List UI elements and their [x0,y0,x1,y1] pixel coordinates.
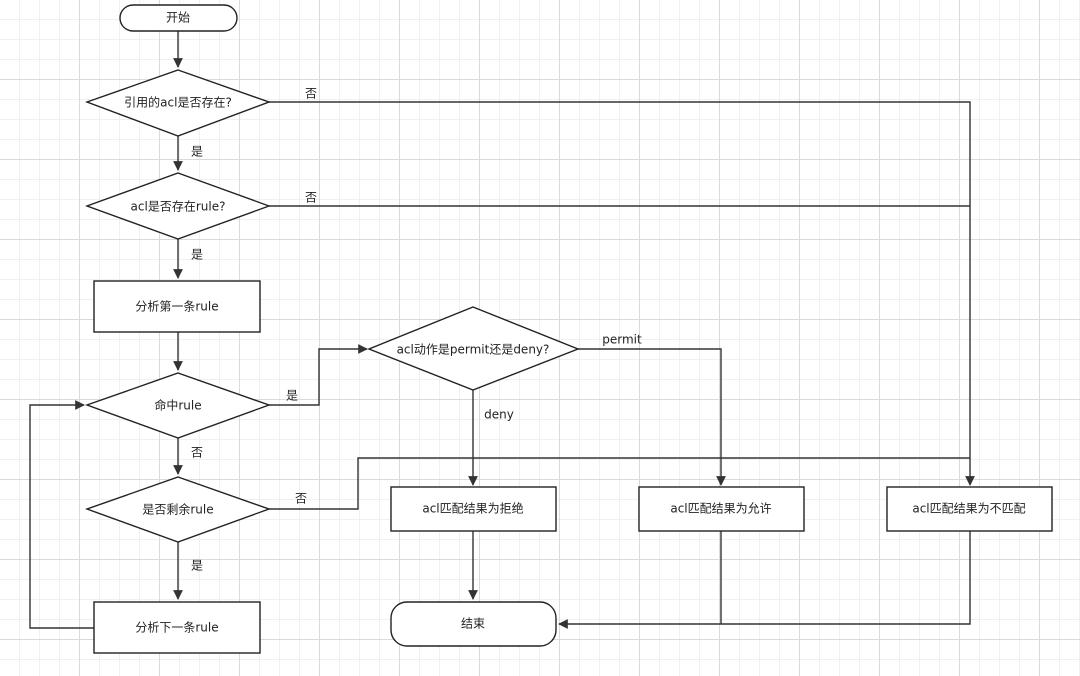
label-action-deny: deny [484,408,514,422]
nodes: 开始 引用的acl是否存在? acl是否存在rule? 分析第一条rule 命中… [84,4,1053,654]
acl-action-decision[interactable]: acl动作是permit还是deny? [367,306,580,391]
match-rule-shape [84,372,272,439]
edge-next-rule-loop [29,400,94,629]
edge-no-match-to-end [558,531,971,629]
label-acl-has-rule-yes: 是 [191,248,203,262]
result-deny-process[interactable]: acl匹配结果为拒绝 [390,486,557,532]
analyze-next-rule-shape [93,601,261,654]
end-node[interactable]: 结束 [390,601,557,647]
start-node[interactable]: 开始 [119,4,238,32]
acl-exists-shape [84,69,272,137]
result-no-match-label: acl匹配结果为不匹配 [912,502,1025,516]
label-acl-exists-yes: 是 [191,145,203,159]
edge-labels: 否 是 否 是 是 permit deny 否 否 是 [191,87,642,573]
edges [29,31,975,629]
edge-remaining-no [269,457,970,510]
rules-remaining-decision[interactable]: 是否剩余rule [84,476,272,543]
result-deny-label: acl匹配结果为拒绝 [422,501,523,516]
acl-has-rule-label: acl是否存在rule? [131,200,226,214]
analyze-first-rule-process[interactable]: 分析第一条rule [93,280,261,333]
match-rule-label: 命中rule [154,398,201,413]
start-shape [119,4,238,32]
analyze-first-rule-label: 分析第一条rule [135,300,218,314]
label-rules-remaining-yes: 是 [191,559,203,573]
label-action-permit: permit [602,333,642,347]
analyze-next-rule-label: 分析下一条rule [135,621,218,635]
acl-has-rule-decision[interactable]: acl是否存在rule? [84,172,272,240]
label-rules-remaining-no: 否 [295,492,307,506]
acl-exists-label: 引用的acl是否存在? [124,95,232,110]
match-rule-decision[interactable]: 命中rule [84,372,272,439]
edge-action-permit [578,348,726,486]
acl-exists-decision[interactable]: 引用的acl是否存在? [84,69,272,137]
label-match-rule-no: 否 [191,446,203,460]
label-acl-exists-no: 否 [305,87,317,101]
end-label: 结束 [461,617,485,631]
result-deny-shape [390,486,557,532]
result-permit-shape [638,486,805,532]
label-match-rule-yes: 是 [286,389,298,403]
edge-match-yes [269,344,368,406]
result-permit-label: acl匹配结果为允许 [670,501,771,516]
start-label: 开始 [166,11,190,25]
acl-has-rule-shape [84,172,272,240]
result-no-match-shape [886,486,1053,532]
analyze-first-rule-shape [93,280,261,333]
rules-remaining-label: 是否剩余rule [142,502,213,517]
acl-action-shape [367,306,580,391]
acl-action-label: acl动作是permit还是deny? [397,343,550,357]
edge-acl-exists-no [269,101,975,486]
result-no-match-process[interactable]: acl匹配结果为不匹配 [886,486,1053,532]
end-shape [390,601,557,647]
analyze-next-rule-process[interactable]: 分析下一条rule [93,601,261,654]
result-permit-process[interactable]: acl匹配结果为允许 [638,486,805,532]
rules-remaining-shape [84,476,272,543]
label-acl-has-rule-no: 否 [305,191,317,205]
